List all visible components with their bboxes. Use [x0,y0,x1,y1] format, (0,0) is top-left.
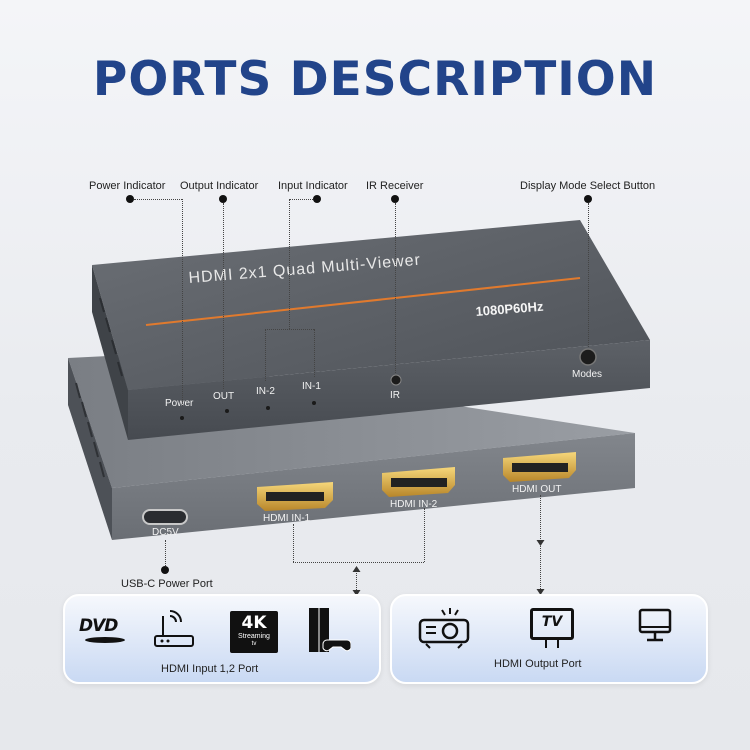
k4-text: 4K [241,613,267,633]
front-unit-face [128,340,650,440]
power-callout-dot [126,195,134,203]
rear-label-hdmi-in1: HDMI IN-1 [263,513,311,524]
power-indicator-callout: Power Indicator [89,180,166,192]
ir-receiver-callout: IR Receiver [366,180,424,192]
tv-small-text: tv [251,641,257,647]
rear-unit-side [68,358,112,540]
power-callout-drop [182,199,183,406]
hdmi-in-bracket [293,562,424,563]
monitor-icon [638,608,672,642]
usbc-callout-dot [161,566,169,574]
orange-accent-line [145,277,581,326]
front-label-modes: Modes [572,369,603,380]
tv-icon: TV [530,608,574,648]
front-label-ir: IR [390,390,400,401]
hdmi-output-box: TV HDMI Output Port [390,594,708,684]
input-callout-in2 [265,329,266,381]
front-label-power: Power [165,398,194,409]
ir-callout-dot [391,195,399,203]
usbc-callout-drop [165,540,166,566]
hdmi-output-label: HDMI Output Port [494,658,582,670]
dvd-text: DVD [79,616,118,636]
usbc-port [142,509,188,525]
front-label-in2: IN-2 [256,386,275,397]
hdmi-in-arrows-icon [352,566,361,596]
out-led [225,409,229,413]
hdmi-in1-drop [293,524,294,562]
input-callout-drop [289,199,290,329]
power-led [180,416,184,420]
modes-button [579,348,597,366]
in1-led [312,401,316,405]
hdmi-in1-port [257,482,333,511]
output-indicator-callout: Output Indicator [180,180,259,192]
rear-label-hdmi-in2: HDMI IN-2 [390,499,438,510]
display-mode-callout: Display Mode Select Button [520,180,656,192]
front-label-out: OUT [213,391,235,402]
dvd-icon: DVD [79,616,135,646]
modes-callout-drop [588,203,589,347]
ir-callout-drop [395,203,396,373]
streaming-text: Streaming [238,633,270,640]
hdmi-in2-drop [424,508,425,562]
usbc-power-callout: USB-C Power Port [121,578,213,590]
streaming-4k-icon: 4K Streaming tv [230,611,278,653]
hdmi-in-to-box [356,568,357,594]
hdmi-out-arrows-icon [536,540,545,595]
input-indicator-callout: Input Indicator [278,180,348,192]
out-callout-dot [219,195,227,203]
input-callout-dot [313,195,321,203]
front-unit-side [92,265,128,440]
projector-icon [418,608,470,649]
input-callout-line [289,199,313,200]
router-icon [154,610,194,647]
out-callout-drop [223,203,224,389]
input-callout-bracket [265,329,314,330]
ir-sensor [390,374,402,386]
rear-label-hdmi-out: HDMI OUT [512,484,562,495]
game-console-icon [309,608,351,652]
input-callout-in1 [314,329,315,377]
modes-callout-dot [584,195,592,203]
front-label-in1: IN-1 [302,381,321,392]
front-unit-top [92,220,650,390]
in2-led [266,406,270,410]
hdmi-in2-port [382,467,455,497]
rear-label-dc: DC5V [152,527,179,538]
tv-text: TV [541,614,563,630]
hdmi-input-box: DVD 4K Streaming tv HDMI Input 1,2 Port [63,594,381,684]
power-callout-line [134,199,182,200]
page-title: PORTS DESCRIPTION [92,52,658,107]
hdmi-out-port [503,452,576,482]
hdmi-input-label: HDMI Input 1,2 Port [161,663,259,675]
